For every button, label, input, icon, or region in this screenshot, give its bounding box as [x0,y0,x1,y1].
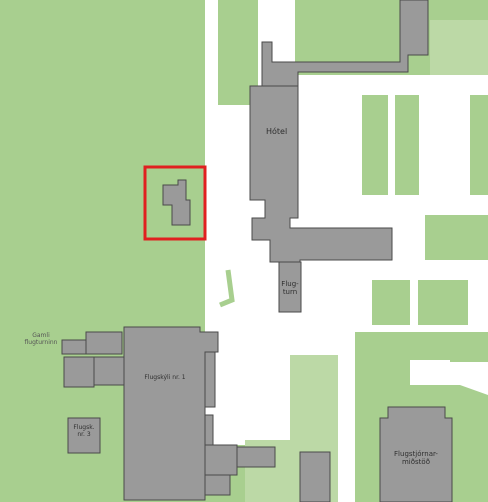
highlight-box[interactable] [143,165,207,241]
parking-island-5 [418,280,468,325]
label-flugstjorn-line1: Flugstjórnar- [394,450,438,458]
label-flugstjornarmidstod: Flugstjórnar- miðstöð [382,450,450,466]
building-west-1 [85,331,123,355]
parking-curb-2 [420,93,431,202]
label-flugstjorn-line2: miðstöð [401,458,430,467]
building-west-2 [63,356,95,388]
flugstjornarmidstod-building [379,406,453,502]
label-gamli-line2: flugturninn [24,338,58,346]
parking-curb-1 [333,93,346,202]
flugskyli-1-building [123,326,219,501]
building-south-center [299,451,331,502]
parking-curb-3 [455,93,466,202]
building-west-3 [93,356,125,386]
flugturn-building [278,261,302,313]
label-gamli-line1: Gamli [32,332,50,339]
flugskyli-1-annex-3 [204,444,238,476]
grass-east-mid [425,215,488,260]
label-flugskyli-3-line2: nr. 3 [77,430,91,438]
road-access [219,269,235,308]
label-flugturn-line1: Flug- [281,280,299,288]
flugskyli-1-annex-1 [204,351,216,408]
flugskyli-1-annex-2 [204,414,214,446]
parking-island-3 [470,95,488,195]
label-flugskyli-3: Flugsk. nr. 3 [68,424,100,439]
label-gamli-flugturninn: Gamli flugturninn [16,332,66,347]
parking-island-1 [362,95,388,195]
label-flugturn: Flug- turn [280,280,300,296]
parking-island-4 [372,280,410,325]
flugskyli-1-annex-5 [204,474,231,496]
label-hotel: Hótel [266,127,288,136]
label-flugskyli-1: Flugskýli nr. 1 [144,374,186,381]
label-flugturn-line2: turn [282,288,298,297]
grass-light-ne [430,20,488,75]
label-flugskyli-3-line1: Flugsk. [73,424,95,431]
flugskyli-1-annex-4 [236,446,276,468]
small-building [162,179,191,226]
flugskyli-3-building [67,417,101,454]
parking-island-2 [395,95,419,195]
